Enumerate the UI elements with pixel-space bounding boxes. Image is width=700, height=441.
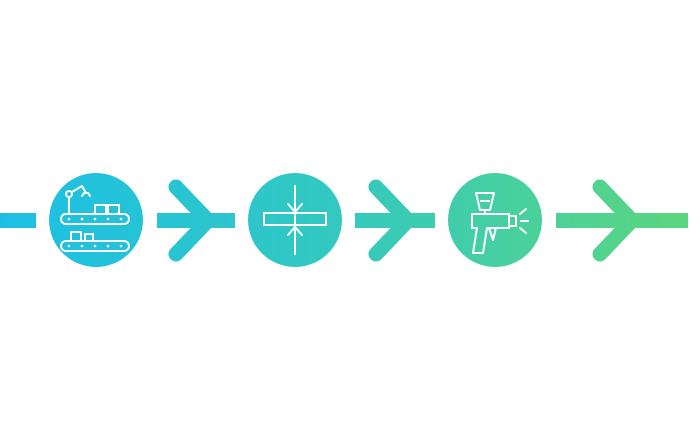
arrow-right-icon-3 [556, 179, 688, 262]
connector-line-start [0, 213, 36, 228]
spray-paint-gun-icon [471, 192, 529, 254]
arrow-right-icon-2 [355, 179, 435, 262]
robotic-conveyor-icon [60, 185, 130, 252]
step-circle-1 [49, 173, 143, 267]
laser-cutting-icon [263, 185, 327, 255]
arrow-right-icon-1 [157, 179, 235, 262]
step-circle-3 [448, 173, 542, 267]
